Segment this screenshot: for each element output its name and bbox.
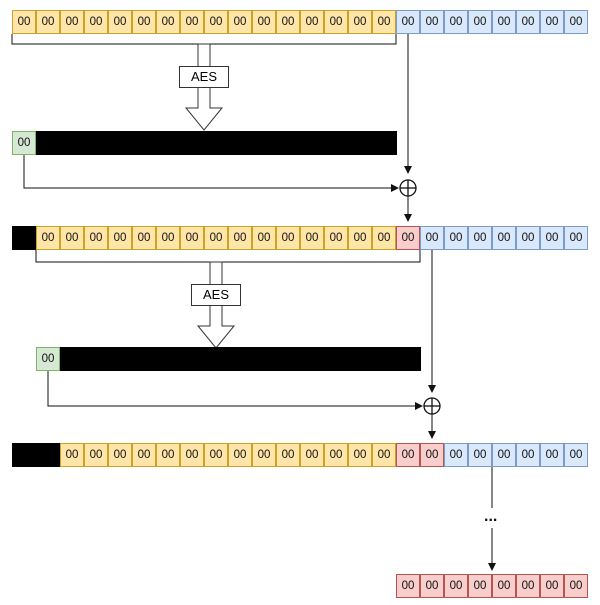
byte-cell-blue: 00 (564, 443, 588, 467)
byte-cell-blue: 00 (420, 10, 444, 34)
byte-cell-blue: 00 (492, 10, 516, 34)
byte-cell-red: 00 (492, 574, 516, 598)
byte-cell-yellow: 00 (84, 443, 108, 467)
byte-cell-blue: 00 (492, 226, 516, 250)
byte-cell-yellow: 00 (324, 443, 348, 467)
byte-cell-green: 00 (12, 131, 36, 155)
byte-cell-yellow: 00 (84, 226, 108, 250)
byte-cell-yellow: 00 (180, 226, 204, 250)
byte-cell-blue: 00 (468, 226, 492, 250)
byte-cell-blue: 00 (444, 443, 468, 467)
byte-cell-yellow: 00 (372, 10, 396, 34)
byte-cell-blue: 00 (540, 443, 564, 467)
byte-cell-yellow: 00 (276, 10, 300, 34)
byte-cell-yellow: 00 (36, 10, 60, 34)
byte-cell-yellow: 00 (300, 226, 324, 250)
byte-cell-yellow: 00 (372, 443, 396, 467)
byte-cell-yellow: 00 (372, 226, 396, 250)
byte-cell-yellow: 00 (348, 443, 372, 467)
shifted-black-cell (12, 226, 36, 250)
byte-cell-yellow: 00 (204, 443, 228, 467)
byte-cell-yellow: 00 (108, 226, 132, 250)
byte-cell-yellow: 00 (156, 443, 180, 467)
aes-label: AES (191, 284, 241, 306)
byte-cell-yellow: 00 (252, 10, 276, 34)
byte-cell-yellow: 00 (12, 10, 36, 34)
byte-cell-red: 00 (444, 574, 468, 598)
byte-cell-yellow: 00 (300, 10, 324, 34)
byte-cell-blue: 00 (516, 226, 540, 250)
keystream-arrow (47, 371, 423, 410)
shifted-black-cell (12, 443, 60, 467)
bracket-line (11, 34, 397, 45)
byte-cell-yellow: 00 (108, 443, 132, 467)
byte-cell-yellow: 00 (60, 443, 84, 467)
byte-cell-yellow: 00 (60, 10, 84, 34)
byte-cell-yellow: 00 (84, 10, 108, 34)
byte-cell-blue: 00 (468, 443, 492, 467)
byte-cell-red: 00 (420, 443, 444, 467)
byte-cell-yellow: 00 (132, 226, 156, 250)
byte-cell-yellow: 00 (204, 226, 228, 250)
byte-cell-red: 00 (468, 574, 492, 598)
encrypted-output-bar (60, 347, 421, 371)
byte-cell-yellow: 00 (132, 10, 156, 34)
byte-cell-blue: 00 (468, 10, 492, 34)
aes-label: AES (179, 66, 229, 88)
byte-cell-blue: 00 (540, 10, 564, 34)
byte-cell-yellow: 00 (276, 226, 300, 250)
byte-cell-red: 00 (564, 574, 588, 598)
byte-cell-yellow: 00 (276, 443, 300, 467)
byte-cell-red: 00 (396, 443, 420, 467)
byte-cell-blue: 00 (420, 226, 444, 250)
byte-cell-yellow: 00 (228, 443, 252, 467)
byte-cell-yellow: 00 (60, 226, 84, 250)
byte-cell-yellow: 00 (300, 443, 324, 467)
byte-cell-yellow: 00 (324, 10, 348, 34)
byte-cell-red: 00 (396, 226, 420, 250)
byte-cell-blue: 00 (516, 10, 540, 34)
byte-cell-yellow: 00 (36, 226, 60, 250)
byte-cell-yellow: 00 (108, 10, 132, 34)
byte-cell-yellow: 00 (348, 226, 372, 250)
xor-icon (423, 397, 441, 415)
byte-cell-yellow: 00 (180, 443, 204, 467)
byte-cell-blue: 00 (540, 226, 564, 250)
byte-cell-blue: 00 (564, 226, 588, 250)
byte-cell-blue: 00 (444, 10, 468, 34)
byte-cell-yellow: 00 (132, 443, 156, 467)
byte-cell-yellow: 00 (228, 10, 252, 34)
byte-cell-blue: 00 (396, 10, 420, 34)
byte-cell-yellow: 00 (156, 10, 180, 34)
byte-cell-red: 00 (420, 574, 444, 598)
byte-cell-yellow: 00 (324, 226, 348, 250)
byte-cell-yellow: 00 (348, 10, 372, 34)
byte-cell-green: 00 (36, 347, 60, 371)
keystream-arrow (23, 155, 399, 192)
bracket-line (35, 250, 421, 263)
byte-cell-yellow: 00 (252, 226, 276, 250)
byte-cell-blue: 00 (516, 443, 540, 467)
byte-cell-yellow: 00 (252, 443, 276, 467)
encrypted-output-bar (36, 131, 397, 155)
byte-cell-red: 00 (396, 574, 420, 598)
byte-cell-yellow: 00 (204, 10, 228, 34)
byte-cell-blue: 00 (564, 10, 588, 34)
byte-cell-blue: 00 (492, 443, 516, 467)
byte-cell-yellow: 00 (156, 226, 180, 250)
byte-cell-yellow: 00 (228, 226, 252, 250)
byte-cell-red: 00 (540, 574, 564, 598)
byte-cell-red: 00 (516, 574, 540, 598)
byte-cell-yellow: 00 (180, 10, 204, 34)
continuation-ellipsis: ... (484, 508, 498, 525)
xor-icon (399, 179, 417, 197)
byte-cell-blue: 00 (444, 226, 468, 250)
